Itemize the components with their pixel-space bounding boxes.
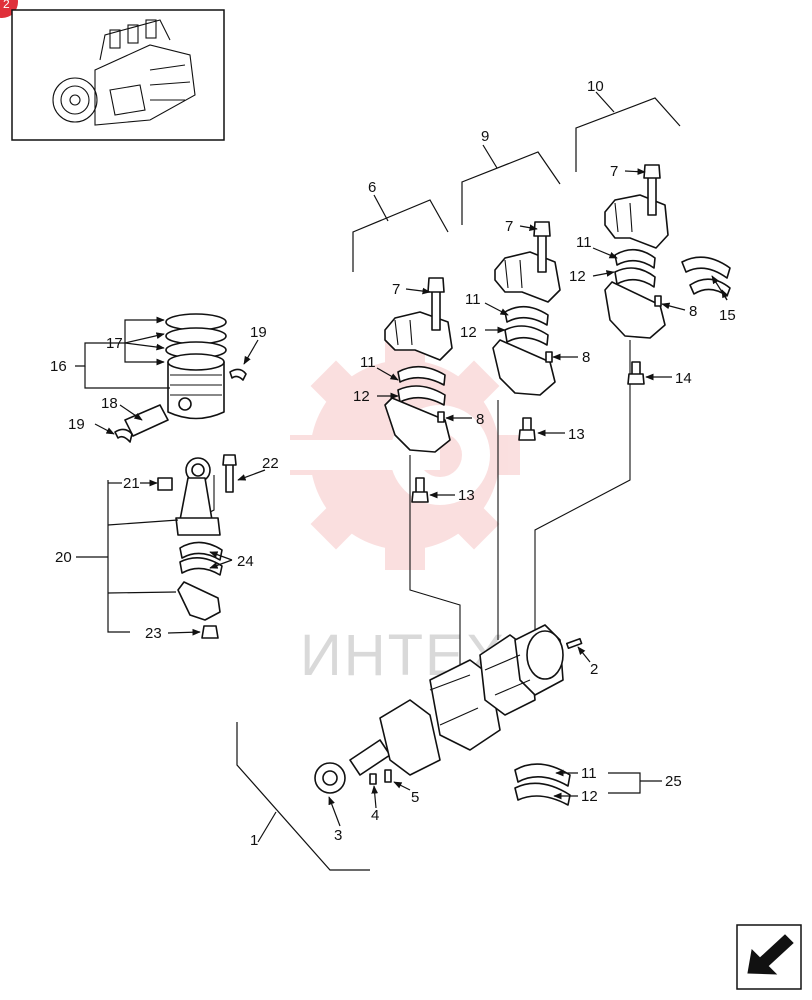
callout-18: 18 <box>101 395 118 412</box>
watermark <box>250 340 520 570</box>
callout-14: 14 <box>675 370 692 387</box>
callout-11b: 11 <box>465 291 481 308</box>
callout-labels: 1 2 3 4 5 6 9 10 7 7 7 11 11 11 11 12 12… <box>50 78 736 849</box>
callout-4: 4 <box>371 807 379 824</box>
assembly-guide-lines <box>194 340 631 700</box>
callout-12d: 12 <box>581 788 598 805</box>
connecting-rod-assembly[interactable] <box>157 454 237 639</box>
callout-13b: 13 <box>568 426 585 443</box>
callout-8a: 8 <box>476 411 484 428</box>
callout-5: 5 <box>411 789 419 806</box>
callout-24: 24 <box>237 553 254 570</box>
crankshaft[interactable] <box>314 624 583 806</box>
callout-11d: 11 <box>581 765 597 782</box>
callout-9: 9 <box>481 128 489 145</box>
callout-7a: 7 <box>392 281 400 298</box>
callout-10: 10 <box>587 78 604 95</box>
callout-8b: 8 <box>582 349 590 366</box>
callout-7b: 7 <box>505 218 513 235</box>
callout-7c: 7 <box>610 163 618 180</box>
callout-1: 1 <box>250 832 258 849</box>
callout-17: 17 <box>106 335 123 352</box>
callout-19a: 19 <box>250 324 267 341</box>
callout-12b: 12 <box>460 324 477 341</box>
callout-25: 25 <box>665 773 682 790</box>
callout-11c: 11 <box>576 234 592 251</box>
engine-thumbnail[interactable] <box>11 9 225 141</box>
callout-3: 3 <box>334 827 342 844</box>
main-bearing-cap-front[interactable] <box>384 277 453 503</box>
callout-leaders <box>75 168 729 827</box>
callout-11a: 11 <box>360 354 376 371</box>
page-badge-number: 2 <box>3 0 10 11</box>
callout-22: 22 <box>262 455 279 472</box>
main-bearing-cap-center[interactable] <box>492 221 561 441</box>
callout-16: 16 <box>50 358 67 375</box>
callout-23: 23 <box>145 625 162 642</box>
callout-6: 6 <box>368 179 376 196</box>
callout-21: 21 <box>123 475 140 492</box>
callout-20: 20 <box>55 549 72 566</box>
callout-12c: 12 <box>569 268 586 285</box>
callout-2: 2 <box>590 661 598 678</box>
callout-13a: 13 <box>458 487 475 504</box>
callout-8c: 8 <box>689 303 697 320</box>
piston-assembly[interactable] <box>114 313 247 443</box>
page-badge: 2 <box>0 0 18 18</box>
nav-back-button[interactable] <box>736 924 802 990</box>
arrow-down-left-icon <box>747 934 794 975</box>
group-leaders <box>76 91 681 871</box>
callout-12a: 12 <box>353 388 370 405</box>
callout-19b: 19 <box>68 416 85 433</box>
callout-15: 15 <box>719 307 736 324</box>
main-bearing-cap-rear[interactable] <box>604 164 731 385</box>
engine-icon <box>52 19 196 126</box>
